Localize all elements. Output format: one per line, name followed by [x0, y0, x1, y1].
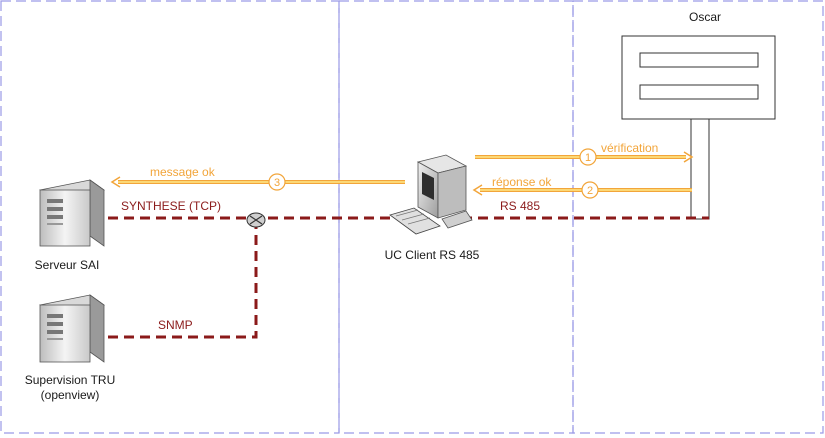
- arrow-message-ok: [110, 176, 405, 188]
- serveur-sai-server-icon: [39, 179, 105, 247]
- link-synthese-label: SYNTHESE (TCP): [121, 199, 222, 213]
- zone-title-oscar: Oscar: [688, 10, 722, 24]
- zone-left: [0, 0, 340, 434]
- router-icon: [246, 212, 266, 228]
- link-snmp-label: SNMP: [158, 318, 193, 332]
- step-badge-2: 2: [581, 181, 599, 199]
- serveur-sai-label: Serveur SAI: [34, 258, 100, 272]
- step-badge-2-text: 2: [587, 185, 593, 197]
- supervision-server-icon: [39, 294, 105, 363]
- link-rs485-label: RS 485: [500, 199, 541, 213]
- step-badge-1-text: 1: [585, 152, 591, 164]
- zone-right: [572, 0, 824, 434]
- step-badges: 1 2 3: [268, 148, 599, 199]
- step-badge-1: 1: [579, 148, 597, 166]
- link-snmp-line: [108, 226, 258, 339]
- message-reponse-label: réponse ok: [492, 175, 552, 189]
- step-badge-3-text: 3: [274, 177, 280, 189]
- message-verification-label: vérification: [601, 141, 659, 155]
- supervision-label-line2: (openview): [40, 388, 100, 402]
- oscar-terminal-icon: [621, 35, 776, 220]
- uc-client-label: UC Client RS 485: [384, 248, 480, 262]
- supervision-label-line1: Supervision TRU: [24, 373, 116, 387]
- message-ok-label: message ok: [150, 165, 215, 179]
- step-badge-3: 3: [268, 173, 286, 191]
- uc-client-computer-icon: [389, 154, 473, 235]
- network-links: [108, 216, 709, 339]
